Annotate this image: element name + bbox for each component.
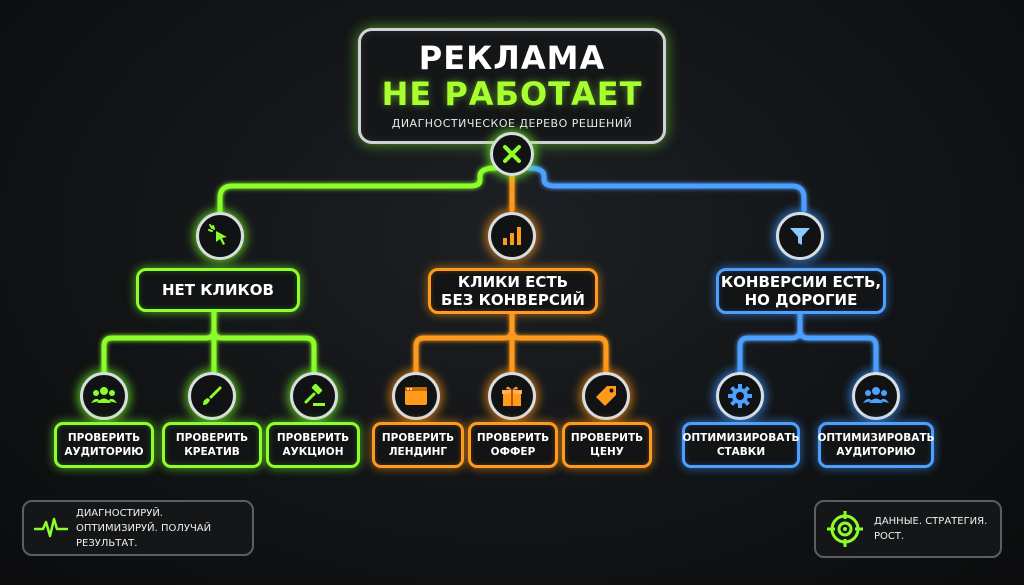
footer-right-text: ДАННЫЕ. СТРАТЕГИЯ. РОСТ. [874, 516, 988, 542]
brush-icon [188, 372, 236, 420]
leaf-check-auction: ПРОВЕРИТЬ АУКЦИОН [266, 422, 360, 468]
connector-orange-children [413, 309, 609, 375]
browser-window-icon [392, 372, 440, 420]
leaf-check-landing: ПРОВЕРИТЬ ЛЕНДИНГ [372, 422, 464, 468]
leaf-check-price: ПРОВЕРИТЬ ЦЕНУ [562, 422, 652, 468]
footer-right-card: ДАННЫЕ. СТРАТЕГИЯ. РОСТ. [814, 500, 1002, 558]
title-line-2: НЕ РАБОТАЕТ [381, 75, 643, 113]
category-no-clicks: НЕТ КЛИКОВ [136, 268, 300, 312]
leaf-check-audience: ПРОВЕРИТЬ АУДИТОРИЮ [54, 422, 154, 468]
leaf-optimize-audience: ОПТИМИЗИРОВАТЬ АУДИТОРИЮ [817, 422, 935, 468]
x-mark-icon [490, 132, 534, 176]
bar-chart-icon [488, 212, 536, 260]
gavel-icon [290, 372, 338, 420]
leaf-check-offer: ПРОВЕРИТЬ ОФФЕР [468, 422, 558, 468]
connector-blue-children [737, 311, 879, 375]
audience-icon [80, 372, 128, 420]
category-clicks-no-conversions: КЛИКИ ЕСТЬ БЕЗ КОНВЕРСИЙ [428, 268, 598, 314]
target-icon [826, 510, 864, 548]
connector-root-blue [525, 165, 807, 213]
pulse-line-icon [34, 516, 68, 540]
gear-icon [716, 372, 764, 420]
footer-left-card: ДИАГНОСТИРУЙ. ОПТИМИЗИРУЙ. ПОЛУЧАЙ РЕЗУЛ… [22, 500, 254, 556]
connector-green-children [101, 309, 317, 375]
audience-icon [852, 372, 900, 420]
price-tag-icon [582, 372, 630, 420]
leaf-check-creative: ПРОВЕРИТЬ КРЕАТИВ [162, 422, 262, 468]
funnel-icon [776, 212, 824, 260]
leaf-optimize-bids: ОПТИМИЗИРОВАТЬ СТАВКИ [682, 422, 800, 468]
title-card: РЕКЛАМА НЕ РАБОТАЕТ ДИАГНОСТИЧЕСКОЕ ДЕРЕ… [358, 28, 666, 144]
connector-root-green [217, 165, 499, 221]
title-line-1: РЕКЛАМА [418, 39, 606, 77]
footer-left-text: ДИАГНОСТИРУЙ. ОПТИМИЗИРУЙ. ПОЛУЧАЙ РЕЗУЛ… [76, 507, 212, 549]
cursor-click-icon [196, 212, 244, 260]
title-subtitle: ДИАГНОСТИЧЕСКОЕ ДЕРЕВО РЕШЕНИЙ [391, 117, 633, 130]
gift-icon [488, 372, 536, 420]
category-expensive-conversions: КОНВЕРСИИ ЕСТЬ, НО ДОРОГИЕ [716, 268, 886, 314]
